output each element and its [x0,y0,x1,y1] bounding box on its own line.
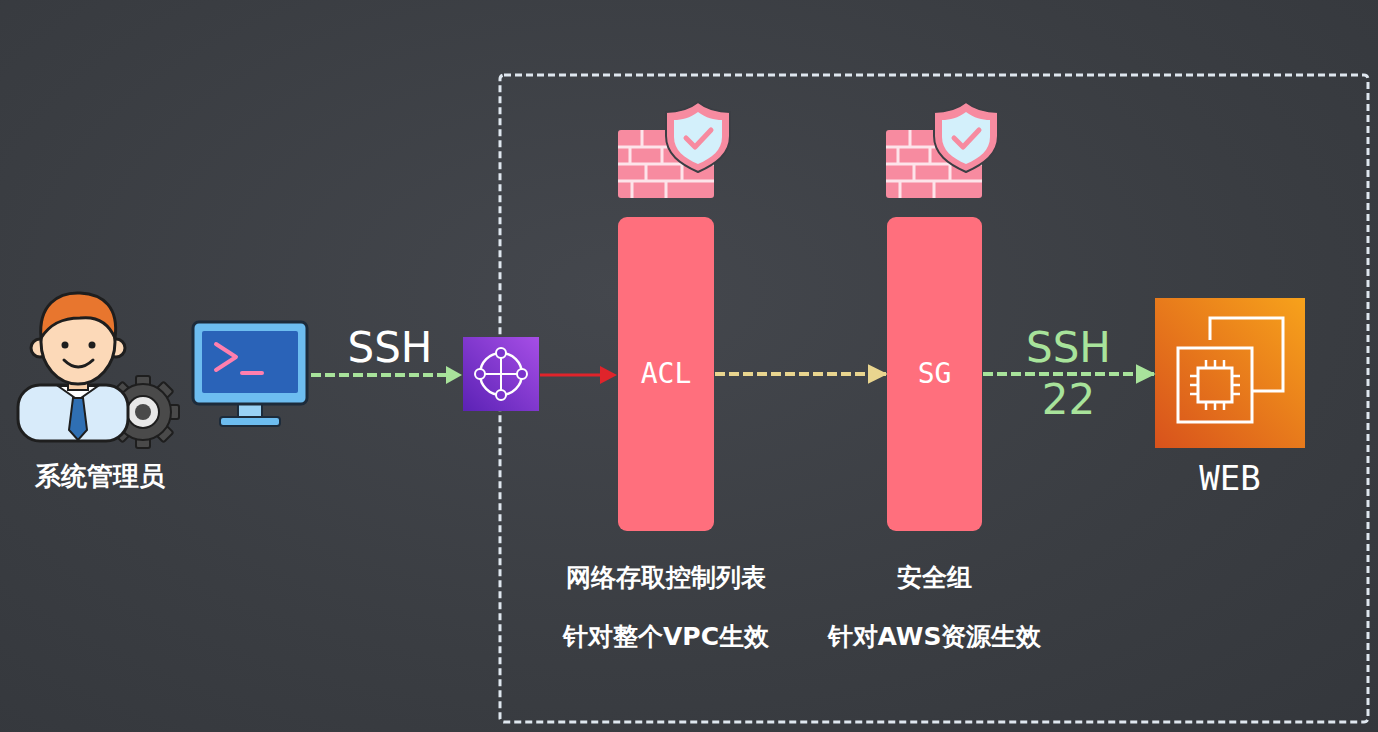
illustration-part [1190,375,1198,378]
connector-arrow [715,372,886,376]
illustration-part [480,353,522,395]
sg-bar: SG安全组针对AWS资源生效 [887,217,982,531]
illustration-part [64,360,93,367]
firewall-caption: 安全组 [897,562,972,594]
illustration-part [193,322,307,404]
illustration-part [1205,402,1208,410]
illustration-part [1232,375,1240,378]
router-icon [463,337,539,411]
illustration-part [1232,393,1240,396]
edge-label: SSH 22 [1026,322,1111,427]
illustration-part [202,331,298,393]
firewall-icon [886,102,998,198]
blocked-arrow [540,366,617,384]
connector-arrow [983,372,1154,376]
illustration-part [18,385,128,441]
web-server-node: WEB [1155,298,1305,498]
admin-icon [18,293,179,448]
illustration-part [517,369,527,379]
illustration-part [496,348,506,358]
illustration-part [1214,360,1217,368]
illustration-part [89,342,96,349]
illustration-part [216,344,236,370]
illustration-part [41,293,116,338]
role-label: 系统管理员 [10,459,190,493]
illustration-part [463,337,539,411]
illustration-part [1190,360,1240,410]
illustration-part [540,374,604,377]
illustration-part [1210,318,1283,391]
illustration-part [127,396,159,428]
illustration-part [1214,402,1217,410]
terminal-icon [193,322,307,426]
illustration-part [1190,393,1198,396]
illustration-part [600,366,617,384]
ssh-arrow [311,366,462,384]
firewall-name: SG [918,357,952,391]
illustration-part [62,342,69,349]
acl-bar: ACL网络存取控制列表针对整个VPC生效 [618,217,714,531]
server-label: WEB [1155,458,1305,498]
illustration-part [311,373,452,377]
illustration-part [1223,360,1226,368]
illustration-part [1223,402,1226,410]
ec2-icon [1155,298,1305,448]
illustration-part [500,353,502,395]
illustration-part [1205,360,1208,368]
firewall-caption: 针对AWS资源生效 [828,621,1042,653]
admin-node: 系统管理员 [10,288,190,493]
protocol-label: SSH [348,323,433,373]
firewall-caption: 网络存取控制列表 [566,562,766,594]
illustration-part [1190,384,1198,387]
illustration-part [69,398,87,440]
illustration-part [220,417,280,426]
illustration-part [1155,298,1305,448]
firewall-icon [618,102,730,198]
firewall-name: ACL [641,357,692,391]
illustration-part [496,390,506,400]
illustration-part [1198,368,1232,402]
illustration-part [446,366,462,384]
illustration-part [1232,384,1240,387]
vpc-boundary [500,75,1368,722]
illustration-part [242,371,262,375]
illustration-part [475,369,485,379]
firewall-caption: 针对整个VPC生效 [563,621,769,653]
illustration-part [1178,348,1252,422]
illustration-part [135,404,151,420]
